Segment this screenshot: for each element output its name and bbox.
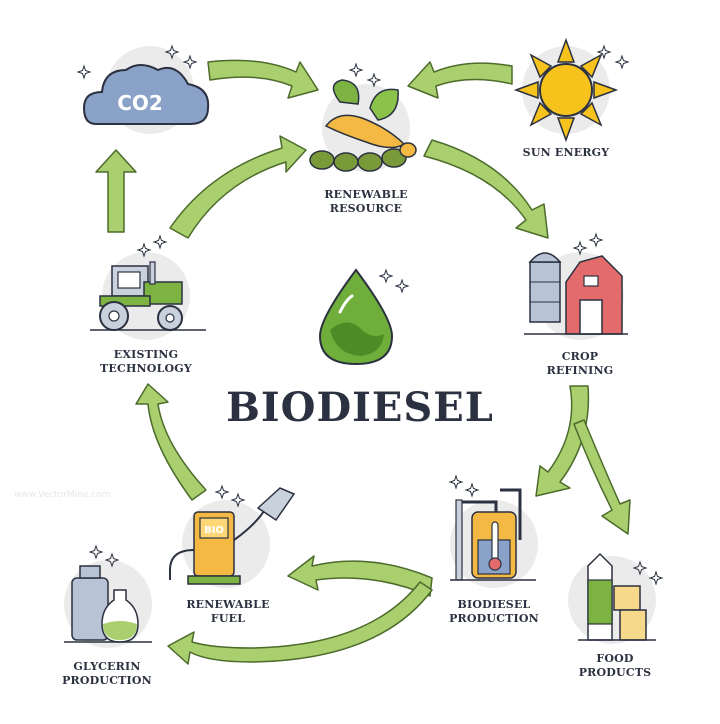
- label-crop-refining-line1: CROP: [561, 350, 599, 363]
- crop-refining-icon: [524, 252, 628, 340]
- co2-text: CO2: [117, 91, 163, 115]
- arrow-fuel-to-technology: [135, 383, 207, 501]
- renewable-resource-icon: [309, 79, 417, 172]
- arrow-biodiesel-to-fuel: [287, 555, 433, 597]
- arrow-co2-to-resource: [207, 59, 319, 99]
- label-crop-refining-line2: REFINING: [546, 364, 614, 377]
- label-food-products-line2: PRODUCTS: [578, 666, 652, 679]
- arrow-biodiesel-to-glycerin: [167, 581, 433, 665]
- label-biodiesel-production: BIODIESEL PRODUCTION: [434, 598, 554, 626]
- arrow-technology-to-co2: [95, 149, 137, 233]
- biodiesel-drop-icon: [318, 268, 394, 366]
- label-renewable-fuel-line2: FUEL: [210, 612, 246, 625]
- arrow-crop-to-food: [573, 419, 631, 535]
- sun-icon: [513, 37, 619, 143]
- label-crop-refining: CROP REFINING: [520, 350, 640, 378]
- arrow-crop-to-biodiesel: [535, 385, 590, 497]
- label-biodiesel-production-line2: PRODUCTION: [449, 612, 539, 625]
- watermark: www.VectorMine.com: [14, 490, 111, 500]
- arrow-resource-to-crop: [423, 139, 549, 239]
- arrow-technology-to-resource: [169, 135, 307, 239]
- label-existing-technology: EXISTING TECHNOLOGY: [86, 348, 206, 376]
- label-renewable-fuel-line1: RENEWABLE: [186, 598, 270, 611]
- label-food-products-line1: FOOD: [596, 652, 634, 665]
- label-glycerin-production: GLYCERIN PRODUCTION: [42, 660, 172, 688]
- label-sun-energy-line1: SUN ENERGY: [522, 146, 610, 159]
- label-renewable-resource-line2: RESOURCE: [329, 202, 403, 215]
- label-existing-technology-line2: TECHNOLOGY: [100, 362, 192, 375]
- label-glycerin-production-line1: GLYCERIN: [73, 660, 141, 673]
- label-existing-technology-line1: EXISTING: [113, 348, 179, 361]
- diagram-title: BIODIESEL: [226, 384, 494, 431]
- label-renewable-fuel: RENEWABLE FUEL: [168, 598, 288, 626]
- label-renewable-resource-line1: RENEWABLE: [324, 188, 408, 201]
- biodiesel-production-icon: [450, 488, 538, 588]
- fuel-pump-icon: BIO: [169, 487, 296, 588]
- tractor-icon: [90, 252, 206, 340]
- glycerin-bottles-icon: [64, 560, 152, 648]
- label-renewable-resource: RENEWABLE RESOURCE: [306, 188, 426, 216]
- label-glycerin-production-line2: PRODUCTION: [62, 674, 152, 687]
- arrow-sun-to-resource: [407, 61, 513, 99]
- food-products-icon: [568, 552, 656, 644]
- pump-bio-label: BIO: [204, 525, 224, 536]
- label-food-products: FOOD PRODUCTS: [560, 652, 670, 680]
- co2-cloud-icon: CO2: [82, 46, 210, 134]
- label-sun-energy: SUN ENERGY: [506, 146, 626, 160]
- label-biodiesel-production-line1: BIODIESEL: [457, 598, 531, 611]
